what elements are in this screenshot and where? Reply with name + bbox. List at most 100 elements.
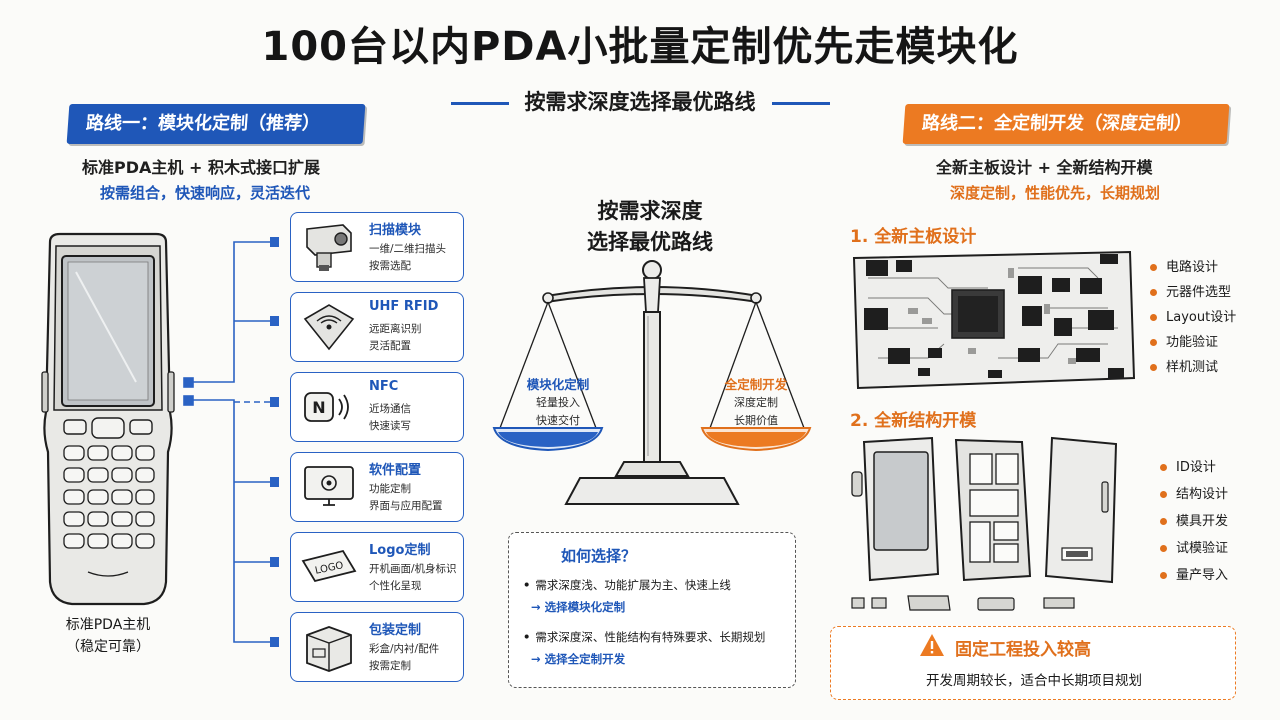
section1-item: 样机测试: [1150, 356, 1236, 381]
bullet-dot: [1160, 491, 1167, 498]
module-desc-line2: 按需定制: [369, 660, 411, 672]
pda-caption: 标准PDA主机 （稳定可靠）: [48, 614, 168, 658]
subtitle-rule-right: [771, 101, 830, 105]
section1-item-text: 样机测试: [1166, 360, 1219, 375]
page-subtitle: 按需求深度选择最优路线: [0, 86, 1280, 116]
module-title: NFC: [369, 379, 399, 394]
left-pan-label: 模块化定制: [526, 377, 590, 392]
module-desc-line1: 远距离识别: [369, 323, 422, 335]
section2-item: 试模验证: [1160, 537, 1228, 564]
module-card-logo: LOGO Logo定制 开机画面/机身标识 个性化呈现: [290, 532, 464, 602]
module-title: 包装定制: [369, 623, 422, 638]
right-pan-label: 全定制开发: [724, 377, 788, 392]
module-title: 软件配置: [369, 463, 422, 478]
section1-title: 1. 全新主板设计: [850, 227, 977, 247]
section1-item: 功能验证: [1150, 331, 1236, 356]
route1-tagline: 按需组合，快速响应，灵活迭代: [100, 184, 311, 202]
bullet-dot: [1160, 518, 1167, 525]
bullet-dot: •: [523, 578, 531, 592]
bullet-dot: [1160, 545, 1167, 552]
module-desc-line1: 开机画面/机身标识: [369, 563, 457, 575]
section1-item-text: 元器件选型: [1166, 285, 1232, 300]
cost-warning-title: 固定工程投入较高: [955, 640, 1091, 660]
right-pan-desc-line1: 深度定制: [734, 396, 778, 409]
route2-heading: 全新主板设计 + 全新结构开模: [936, 158, 1153, 177]
page-title: 100台以内PDA小批量定制优先走模块化: [261, 24, 1019, 70]
cost-warning-desc: 开发周期较长，适合中长期项目规划: [926, 673, 1142, 689]
section1-item-text: 电路设计: [1166, 260, 1219, 275]
center-title-line1: 按需求深度: [597, 199, 703, 223]
module-desc-line1: 一维/二维扫描头: [369, 243, 447, 255]
how-to-choose-box: 如何选择？ • 需求深度浅、功能扩展为主、快速上线 → 选择模块化定制 • 需求深度…: [508, 532, 796, 688]
left-pan-desc-line2: 快速交付: [536, 414, 580, 427]
section2-item: ID设计: [1160, 456, 1228, 483]
scanner-icon: [306, 224, 352, 271]
subtitle-rule-left: [450, 101, 509, 105]
module-desc-line1: 功能定制: [369, 483, 411, 495]
how-to-choose-item-1: • 需求深度浅、功能扩展为主、快速上线: [523, 577, 731, 593]
how-to-choose-result-1: → 选择模块化定制: [531, 600, 626, 614]
module-desc-line1: 近场通信: [369, 403, 411, 415]
how-to-choose-item-2: • 需求深度深、性能结构有特殊要求、长期规划: [523, 629, 765, 645]
section1-item-text: Layout设计: [1166, 310, 1237, 325]
section2-item-text: 试模验证: [1176, 541, 1229, 556]
bullet-dot: [1160, 572, 1167, 579]
cost-warning-box: 固定工程投入较高 开发周期较长，适合中长期项目规划: [830, 626, 1236, 700]
svg-text:N: N: [312, 398, 325, 417]
route2-banner: 路线二：全定制开发（深度定制）: [902, 104, 1230, 144]
right-pan-desc: 深度定制 长期价值: [706, 394, 806, 430]
module-title: 扫描模块: [369, 223, 422, 238]
section2-item: 模具开发: [1160, 510, 1228, 537]
motherboard-pcb-illustration: [852, 250, 1136, 390]
section2-item: 结构设计: [1160, 483, 1228, 510]
module-desc-line2: 按需选配: [369, 260, 411, 272]
section1-item-text: 功能验证: [1166, 335, 1219, 350]
section1-list: 电路设计 元器件选型 Layout设计 功能验证 样机测试: [1150, 256, 1236, 381]
logo-icon: LOGO: [301, 549, 357, 583]
module-desc-line2: 快速读写: [369, 420, 411, 432]
warning-icon: [920, 634, 944, 656]
standard-pda-device-illustration: [41, 232, 175, 606]
route1-heading: 标准PDA主机 + 积木式接口扩展: [82, 158, 320, 177]
bullet-dot: [1150, 314, 1157, 321]
section2-item-text: 模具开发: [1176, 514, 1229, 529]
software-config-icon: [304, 466, 354, 506]
how-to-choose-item-1-text: 需求深度浅、功能扩展为主、快速上线: [535, 578, 731, 592]
module-card-uhf-rfid: UHF RFID 远距离识别 灵活配置: [290, 292, 464, 362]
module-connector-lines: [183, 237, 279, 647]
structure-mold-illustration: [851, 436, 1118, 611]
module-desc-line2: 灵活配置: [369, 340, 411, 352]
section2-list: ID设计 结构设计 模具开发 试模验证 量产导入: [1160, 456, 1228, 591]
section2-item: 量产导入: [1160, 564, 1228, 591]
left-pan-desc-line1: 轻量投入: [536, 396, 580, 409]
module-title: Logo定制: [369, 543, 431, 558]
bullet-dot: [1160, 464, 1167, 471]
module-desc-line2: 界面与应用配置: [369, 500, 443, 512]
section2-title: 2. 全新结构开模: [850, 411, 977, 431]
how-to-choose-item-2-text: 需求深度深、性能结构有特殊要求、长期规划: [535, 630, 766, 644]
how-to-choose-title: 如何选择？: [561, 547, 637, 565]
module-title: UHF RFID: [369, 299, 439, 314]
section2-item-text: 结构设计: [1176, 487, 1229, 502]
bullet-dot: [1150, 364, 1157, 371]
center-title: 按需求深度 选择最优路线: [540, 196, 760, 258]
subtitle-text: 按需求深度选择最优路线: [524, 90, 756, 114]
bullet-dot: [1150, 264, 1157, 271]
rfid-icon: [303, 304, 355, 351]
balance-scale-illustration: [492, 260, 812, 505]
module-card-nfc: N NFC 近场通信 快速读写: [290, 372, 464, 442]
bullet-dot: •: [523, 630, 531, 644]
module-card-package: 包装定制 彩盒/内衬/配件 按需定制: [290, 612, 464, 682]
module-card-software: 软件配置 功能定制 界面与应用配置: [290, 452, 464, 522]
bullet-dot: [1150, 289, 1157, 296]
module-desc-line2: 个性化呈现: [369, 580, 422, 592]
pda-caption-line1: 标准PDA主机: [65, 617, 151, 633]
section1-item: 元器件选型: [1150, 281, 1236, 306]
section2-item-text: ID设计: [1176, 460, 1216, 475]
right-pan-desc-line2: 长期价值: [734, 414, 778, 427]
nfc-icon: N: [304, 392, 349, 422]
package-icon: [306, 626, 352, 672]
section1-item: 电路设计: [1150, 256, 1236, 281]
pda-caption-line2: （稳定可靠）: [66, 639, 150, 655]
how-to-choose-result-2: → 选择全定制开发: [531, 652, 626, 666]
